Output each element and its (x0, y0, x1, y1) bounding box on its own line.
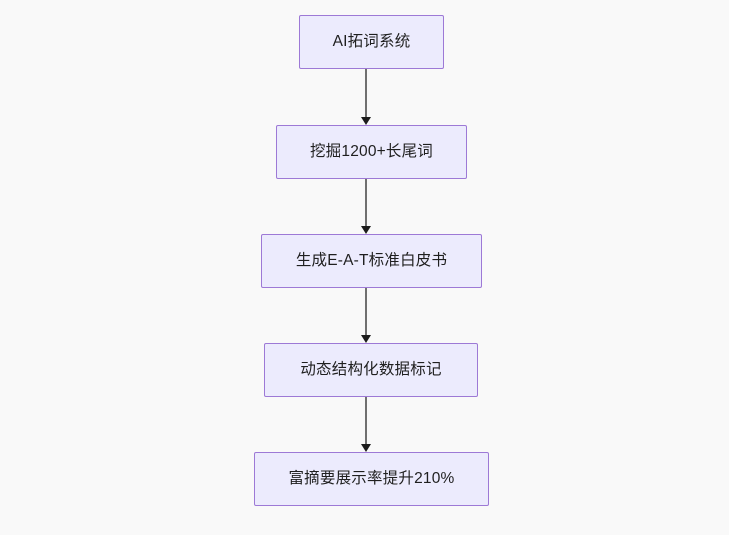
flow-connector-2-3 (358, 179, 374, 234)
flow-node-label: 动态结构化数据标记 (300, 360, 442, 378)
arrowhead-icon (361, 117, 371, 125)
flow-node-label: 挖掘1200+长尾词 (309, 142, 434, 160)
flow-connector-4-5 (358, 397, 374, 452)
flow-node-dynamic-structured-data-markup[interactable]: 动态结构化数据标记 (264, 343, 478, 397)
connector-line (365, 397, 367, 445)
flow-connector-1-2 (358, 69, 374, 125)
connector-line (365, 69, 367, 118)
connector-line (365, 288, 367, 336)
flow-node-rich-snippet-impression-lift[interactable]: 富摘要展示率提升210% (254, 452, 489, 506)
arrowhead-icon (361, 226, 371, 234)
flow-connector-3-4 (358, 288, 374, 343)
flow-node-ai-keyword-system[interactable]: AI拓词系统 (299, 15, 444, 69)
flow-node-label: AI拓词系统 (332, 32, 411, 50)
flow-node-label: 富摘要展示率提升210% (288, 469, 455, 487)
flow-node-generate-eat-whitepaper[interactable]: 生成E-A-T标准白皮书 (261, 234, 482, 288)
flow-node-mine-longtail-keywords[interactable]: 挖掘1200+长尾词 (276, 125, 467, 179)
flow-node-label: 生成E-A-T标准白皮书 (295, 251, 448, 269)
arrowhead-icon (361, 335, 371, 343)
arrowhead-icon (361, 444, 371, 452)
connector-line (365, 179, 367, 227)
